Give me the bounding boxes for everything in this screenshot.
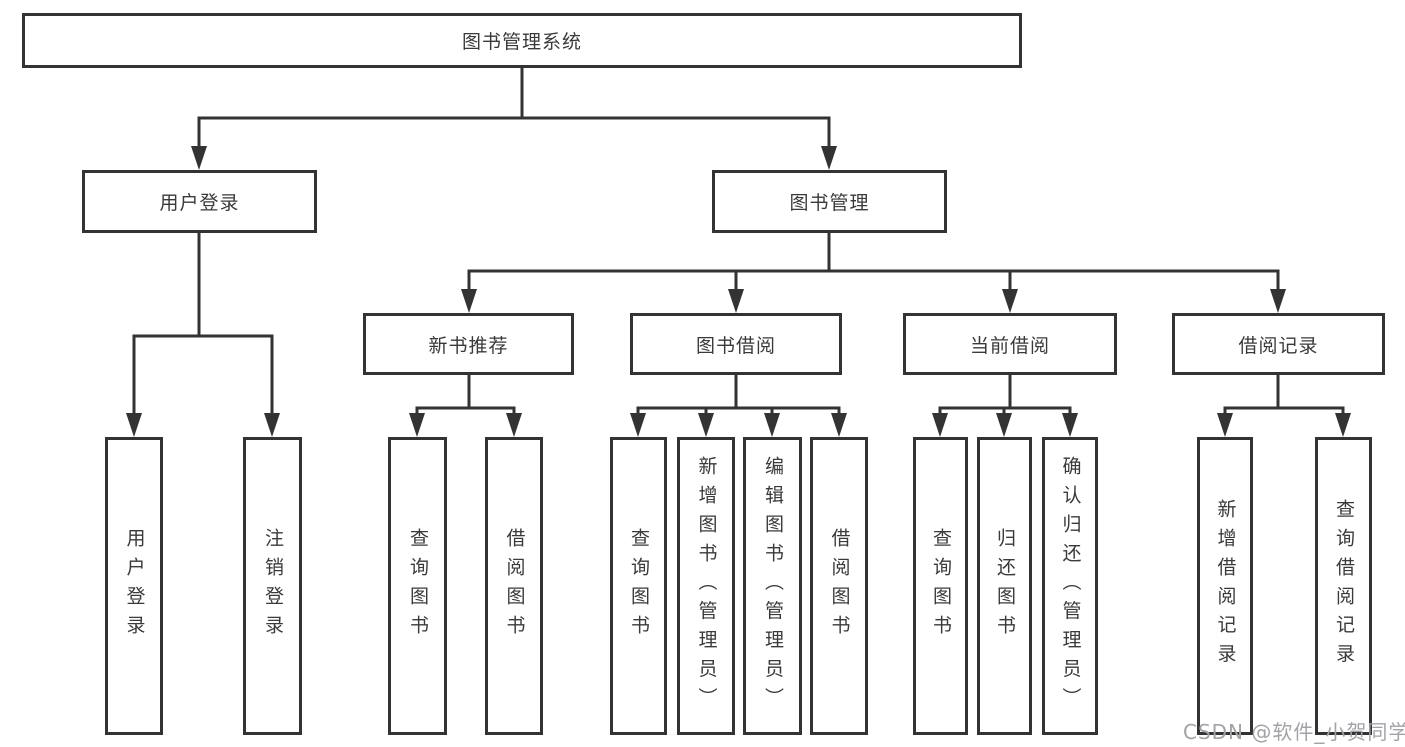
leaf-logout: 注销登录: [243, 437, 302, 735]
leaf-add-books-admin: 新增图书（管理员）: [677, 437, 735, 735]
node-user-login: 用户登录: [82, 170, 317, 233]
node-book-management-label: 图书管理: [789, 192, 870, 214]
node-root-label: 图书管理系统: [461, 31, 582, 53]
leaf-query-books-current-label: 查询图书: [930, 528, 952, 644]
leaf-add-borrow-record: 新增借阅记录: [1197, 437, 1253, 735]
leaf-edit-books-admin-label: 编辑图书（管理员）: [762, 456, 784, 716]
node-current-borrow-label: 当前借阅: [969, 334, 1050, 357]
node-root: 图书管理系统: [22, 13, 1022, 68]
node-book-borrow-label: 图书借阅: [695, 334, 776, 357]
leaf-return-books-label: 归还图书: [994, 528, 1016, 644]
node-user-login-label: 用户登录: [159, 192, 240, 214]
leaf-user-login: 用户登录: [105, 437, 163, 735]
leaf-edit-books-admin: 编辑图书（管理员）: [743, 437, 802, 735]
arrow-heads: [126, 146, 1351, 437]
node-new-book-recommend: 新书推荐: [363, 313, 574, 375]
node-book-management: 图书管理: [712, 170, 947, 233]
leaf-query-books-borrow: 查询图书: [610, 437, 667, 735]
leaf-borrow-books-label: 借阅图书: [828, 528, 851, 644]
leaf-confirm-return-admin: 确认归还（管理员）: [1042, 437, 1098, 735]
node-borrow-records-label: 借阅记录: [1238, 334, 1319, 357]
leaf-query-borrow-record-label: 查询借阅记录: [1333, 499, 1355, 673]
leaf-borrow-books-recommend-label: 借阅图书: [503, 528, 526, 644]
node-borrow-records: 借阅记录: [1172, 313, 1385, 375]
node-current-borrow: 当前借阅: [903, 313, 1117, 375]
node-new-book-recommend-label: 新书推荐: [428, 334, 509, 357]
leaf-borrow-books-recommend: 借阅图书: [485, 437, 543, 735]
leaf-query-books-current: 查询图书: [913, 437, 968, 735]
leaf-query-books-borrow-label: 查询图书: [628, 528, 650, 644]
leaf-logout-label: 注销登录: [262, 528, 284, 644]
leaf-add-borrow-record-label: 新增借阅记录: [1214, 499, 1237, 673]
leaf-query-books-recommend-label: 查询图书: [407, 528, 429, 644]
leaf-borrow-books: 借阅图书: [810, 437, 868, 735]
leaf-add-books-admin-label: 新增图书（管理员）: [695, 456, 718, 716]
leaf-user-login-label: 用户登录: [123, 528, 146, 644]
leaf-return-books: 归还图书: [977, 437, 1032, 735]
leaf-confirm-return-admin-label: 确认归还（管理员）: [1059, 456, 1082, 716]
leaf-query-borrow-record: 查询借阅记录: [1315, 437, 1372, 735]
leaf-query-books-recommend: 查询图书: [388, 437, 447, 735]
csdn-watermark: CSDN @软件_小贺同学: [1183, 720, 1405, 744]
node-book-borrow: 图书借阅: [630, 313, 842, 375]
